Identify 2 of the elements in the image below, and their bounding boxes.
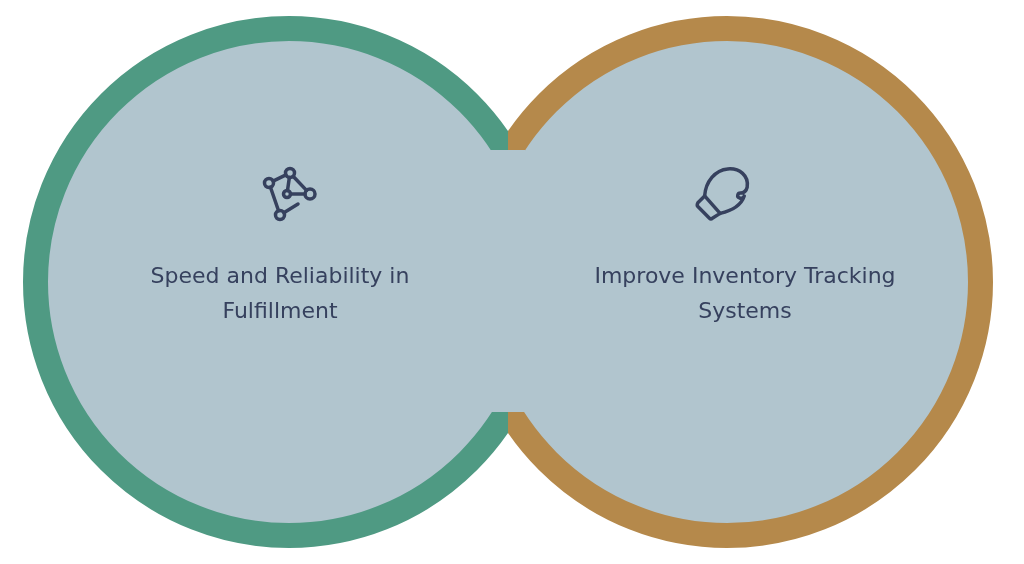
node-label: Improve Inventory Tracking Systems (593, 262, 897, 325)
node-label: Speed and Reliability in Fulfillment (149, 262, 411, 325)
